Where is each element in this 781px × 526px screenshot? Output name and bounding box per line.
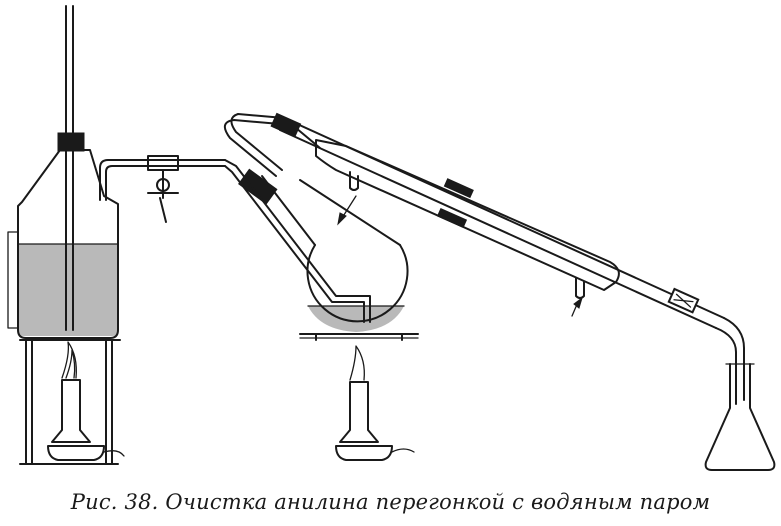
wire-gauze xyxy=(299,333,419,341)
distillation-figure xyxy=(7,5,776,471)
stopcock-clamp xyxy=(147,155,179,223)
tripod-stand-left xyxy=(19,339,121,465)
steam-generator xyxy=(7,5,226,339)
liebig-condenser xyxy=(270,112,745,405)
figure-caption: Рис. 38. Очистка анилина перегонкой с во… xyxy=(70,490,711,514)
bunsen-burner-left xyxy=(47,341,125,461)
water-flow-arrows xyxy=(337,195,583,317)
distillation-flask xyxy=(223,113,409,332)
bunsen-burner-middle xyxy=(335,345,415,461)
erlenmeyer-receiver xyxy=(704,363,776,471)
